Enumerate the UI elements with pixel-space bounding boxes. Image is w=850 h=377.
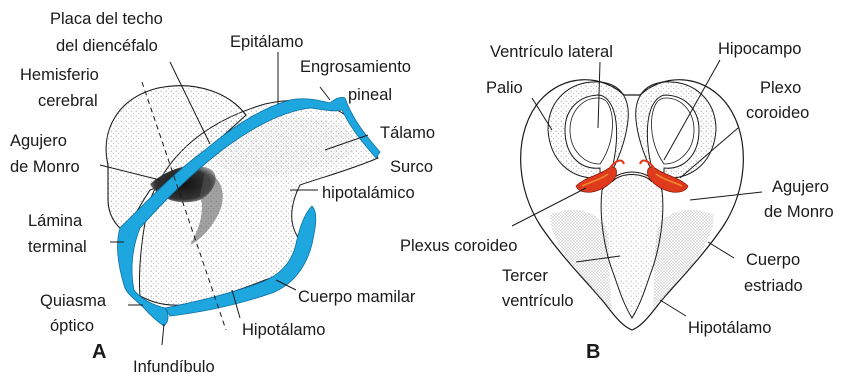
label-striatum-line1: Cuerpo <box>746 251 800 269</box>
label-hypothalamus-b: Hipotálamo <box>688 319 771 337</box>
label-foramen-b-line1: Agujero <box>772 178 829 196</box>
leader-infundibulum <box>162 324 164 345</box>
label-plexus-line2: coroideo <box>746 104 809 122</box>
label-hemisphere-line2: cerebral <box>38 92 98 110</box>
label-roof-plate-line1: Placa del techo <box>50 10 163 28</box>
label-lamina-line2: terminal <box>28 238 87 256</box>
label-striatum-line2: estriado <box>744 277 803 295</box>
label-roof-plate-line2: del diencéfalo <box>56 37 158 55</box>
leader-pineal <box>320 87 330 100</box>
label-sulcus-line2: hipotalámico <box>322 184 415 202</box>
leader-striatum <box>708 242 734 258</box>
label-pineal-line1: Engrosamiento <box>300 58 411 76</box>
label-lamina-line1: Lámina <box>28 212 83 230</box>
panel-a: Placa del techo del diencéfalo Epitálamo… <box>10 10 435 376</box>
label-thalamus: Tálamo <box>380 124 435 142</box>
label-foramen-line1: Agujero <box>10 132 67 150</box>
label-pallium: Palio <box>486 79 523 97</box>
label-third-ventricle-line1: Tercer <box>502 267 548 285</box>
label-hippocampus: Hipocampo <box>718 40 801 58</box>
label-plexus-coroideo: Plexus coroideo <box>400 237 517 255</box>
label-mammillary: Cuerpo mamilar <box>298 288 416 306</box>
label-lateral-ventricle: Ventrículo lateral <box>490 43 613 61</box>
label-third-ventricle-line2: ventrículo <box>502 292 574 310</box>
label-sulcus-line1: Surco <box>390 158 433 176</box>
panel-b: Ventrículo lateral Hipocampo Palio Plexo… <box>400 40 834 363</box>
label-foramen-b-line2: de Monro <box>764 203 834 221</box>
panel-a-letter: A <box>92 341 106 363</box>
label-plexus-line1: Plexo <box>760 79 801 97</box>
label-foramen-line2: de Monro <box>10 158 80 176</box>
label-chiasm-line2: óptico <box>50 317 94 335</box>
leader-hypothalamus-b <box>660 300 686 316</box>
label-hemisphere-line1: Hemisferio <box>20 66 99 84</box>
label-chiasm-line1: Quiasma <box>40 292 107 310</box>
label-pineal-line2: pineal <box>348 86 392 104</box>
label-hypothalamus-a: Hipotálamo <box>242 321 325 339</box>
label-infundibulum: Infundíbulo <box>133 358 215 376</box>
label-epithalamus: Epitálamo <box>230 33 303 51</box>
panel-b-letter: B <box>586 341 600 363</box>
